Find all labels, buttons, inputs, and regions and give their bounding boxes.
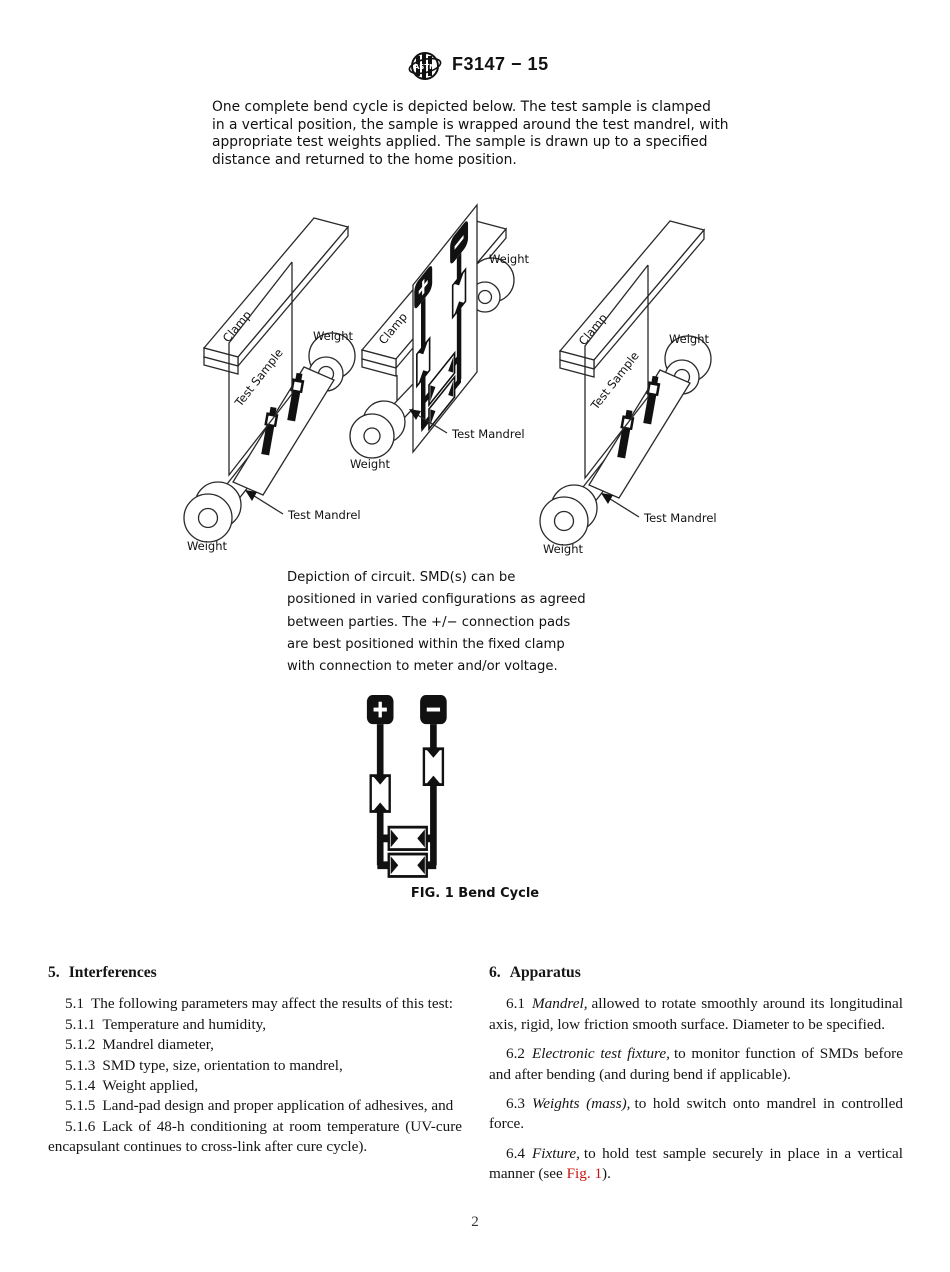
note-line: are best positioned within the fixed cla… — [287, 636, 565, 652]
fig1-link[interactable]: Fig. 1 — [566, 1165, 603, 1183]
section-heading: 6. Apparatus — [489, 963, 903, 983]
page-header: ASTM F3147 − 15 — [0, 46, 950, 86]
diagram-home-left — [184, 218, 361, 553]
section-title: Interferences — [68, 964, 157, 981]
section-title: Apparatus — [509, 964, 581, 981]
intro-line: One complete bend cycle is depicted belo… — [212, 99, 711, 115]
note-line: positioned in varied configurations as a… — [287, 592, 586, 608]
section-number: 5. — [48, 964, 60, 981]
weight-label-top: Weight — [489, 252, 530, 266]
astm-logo-icon: ASTM — [408, 52, 442, 80]
document-code: F3147 − 15 — [452, 54, 549, 74]
figure-caption: FIG. 1 Bend Cycle — [410, 886, 540, 901]
intro-line: appropriate test weights applied. The sa… — [212, 134, 708, 151]
weight-label-bottom: Weight — [350, 457, 391, 471]
section-number: 6. — [489, 964, 501, 981]
svg-text:ASTM: ASTM — [414, 63, 436, 71]
note-line: Depiction of circuit. SMD(s) can be — [287, 570, 516, 585]
diagram-drawn-up: Clamp Weight Weight Test Mandrel — [349, 203, 530, 471]
intro-paragraph: One complete bend cycle is depicted belo… — [212, 99, 792, 169]
bend-cycle-figure: Clamp Test Sample — [0, 203, 950, 915]
intro-line: distance and returned to the home positi… — [212, 151, 517, 168]
intro-line: in a vertical position, the sample is wr… — [212, 116, 729, 133]
test-mandrel-label: Test Mandrel — [451, 427, 525, 441]
note-line: with connection to meter and/or voltage. — [287, 659, 558, 675]
note-line: between parties. The +/− connection pads — [287, 614, 571, 630]
fig1-schematic — [367, 695, 447, 876]
arrowhead-icon — [409, 409, 421, 420]
section-heading: 5. Interferences — [48, 963, 462, 983]
circuit-note: Depiction of circuit. SMD(s) can be posi… — [287, 567, 617, 678]
page-number: 2 — [471, 1214, 479, 1230]
diagram-home-right — [540, 221, 717, 556]
